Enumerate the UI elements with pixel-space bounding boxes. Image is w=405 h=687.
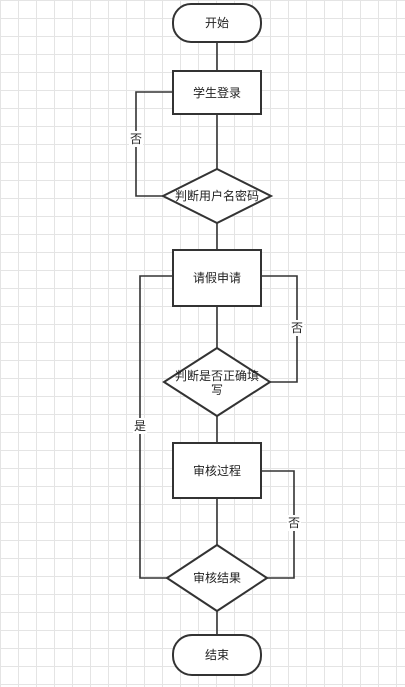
check-filled-node: 判断是否正确填 写 <box>162 346 272 418</box>
login-label: 学生登录 <box>193 85 241 100</box>
check-credentials-node: 判断用户名密码 <box>160 167 274 225</box>
end-label: 结束 <box>205 648 229 662</box>
edge-label-result-yes: 是 <box>134 419 146 433</box>
login-node: 学生登录 <box>172 70 262 115</box>
edge-label-filled-no: 否 <box>291 321 303 335</box>
start-node: 开始 <box>172 3 262 43</box>
leave-request-node: 请假申请 <box>172 249 262 307</box>
review-process-node: 审核过程 <box>172 442 262 499</box>
check-credentials-label: 判断用户名密码 <box>175 188 259 203</box>
edge-label-credentials-no: 否 <box>130 132 142 146</box>
review-process-label: 审核过程 <box>193 463 241 478</box>
start-label: 开始 <box>205 16 229 30</box>
check-filled-label-line1: 判断是否正确填 <box>175 368 259 383</box>
review-result-node: 审核结果 <box>165 543 269 613</box>
edge-label-result-no: 否 <box>288 516 300 530</box>
leave-request-label: 请假申请 <box>193 271 241 285</box>
end-node: 结束 <box>172 634 262 676</box>
check-filled-label-line2: 写 <box>211 383 223 397</box>
review-result-label: 审核结果 <box>193 570 241 585</box>
